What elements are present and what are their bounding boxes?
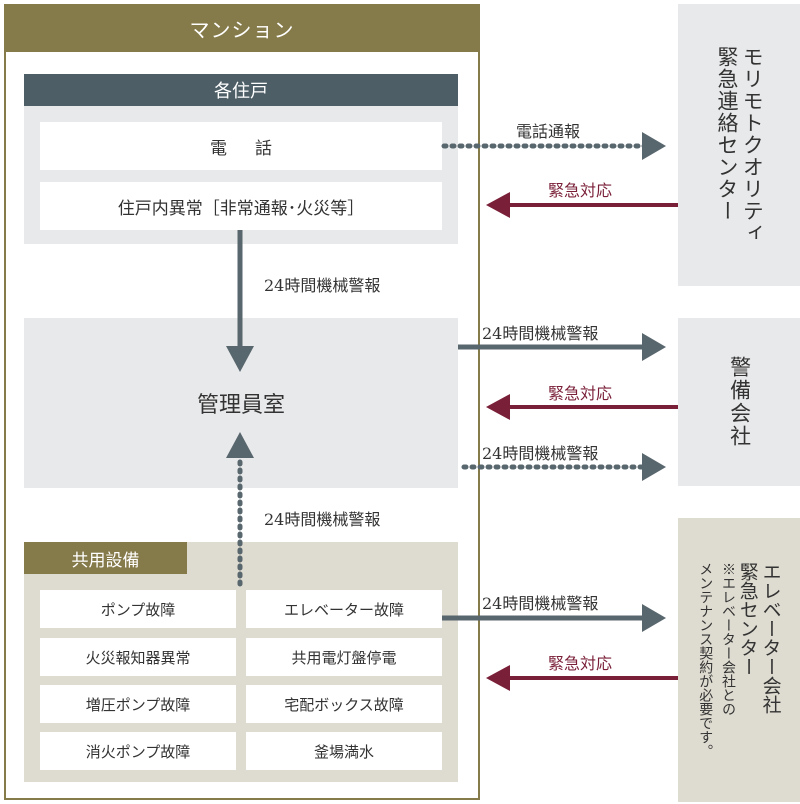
common-to-mgmt-arrowhead	[226, 432, 254, 458]
elevator-emergency-center: エレベーター会社 緊急センター ※エレベーター会社との メンテナンス契約が必要で…	[678, 518, 800, 802]
mansion-title: マンション	[4, 4, 480, 52]
facility-item: 釜場満水	[246, 732, 442, 770]
morimoto-name-line2: 緊急連絡センター	[715, 46, 739, 222]
elevator-emergency-arrowhead	[486, 665, 510, 691]
elevator-note-line1: ※エレベーター会社との	[720, 562, 736, 716]
machine-alarm-label: 24時間機械警報	[482, 324, 599, 343]
emergency-label: 緊急対応	[548, 181, 613, 200]
morimoto-name-line1: モリモトクオリティ	[740, 46, 765, 244]
facility-item: 火災報知器異常	[40, 638, 236, 676]
elevator-alarm-arrowhead	[642, 604, 666, 632]
facility-item: 宅配ボックス故障	[246, 685, 442, 723]
unit-to-mgmt-arrowhead	[226, 346, 254, 372]
machine-alarm-label: 24時間機械警報	[264, 276, 381, 295]
morimoto-emergency-arrowhead	[486, 192, 510, 218]
facility-item: ポンプ故障	[40, 590, 236, 628]
facility-item: 消火ポンプ故障	[40, 732, 236, 770]
unit-title: 各住戸	[24, 74, 458, 106]
security-company: 警備会社	[678, 318, 800, 486]
mgmt-to-security-dotted-arrowhead	[642, 453, 666, 481]
machine-alarm-label: 24時間機械警報	[482, 594, 599, 613]
elevator-name-line1: エレベーター会社	[759, 562, 782, 714]
phone-report-arrowhead	[642, 132, 666, 160]
machine-alarm-label: 24時間機械警報	[482, 444, 599, 463]
phone-cell: 電話	[40, 122, 442, 170]
morimoto-emergency-center: モリモトクオリティ 緊急連絡センター	[678, 4, 800, 286]
phone-report-label: 電話通報	[516, 122, 581, 141]
elevator-note-line2: メンテナンス契約が必要です。	[697, 562, 714, 758]
facility-item: 共用電灯盤停電	[246, 638, 442, 676]
elevator-name-line2: 緊急センター	[736, 562, 759, 676]
security-emergency-arrowhead	[486, 394, 510, 420]
emergency-label: 緊急対応	[548, 654, 613, 673]
facility-item: 増圧ポンプ故障	[40, 685, 236, 723]
machine-alarm-label: 24時間機械警報	[264, 510, 381, 529]
mgmt-to-security-arrowhead	[642, 333, 666, 361]
security-company-name: 警備会社	[727, 356, 752, 448]
in-unit-alarm-cell: 住戸内異常［非常通報･火災等］	[40, 182, 442, 230]
common-facilities-title: 共用設備	[24, 542, 187, 574]
emergency-label: 緊急対応	[548, 384, 613, 403]
facility-item: エレベーター故障	[246, 590, 442, 628]
